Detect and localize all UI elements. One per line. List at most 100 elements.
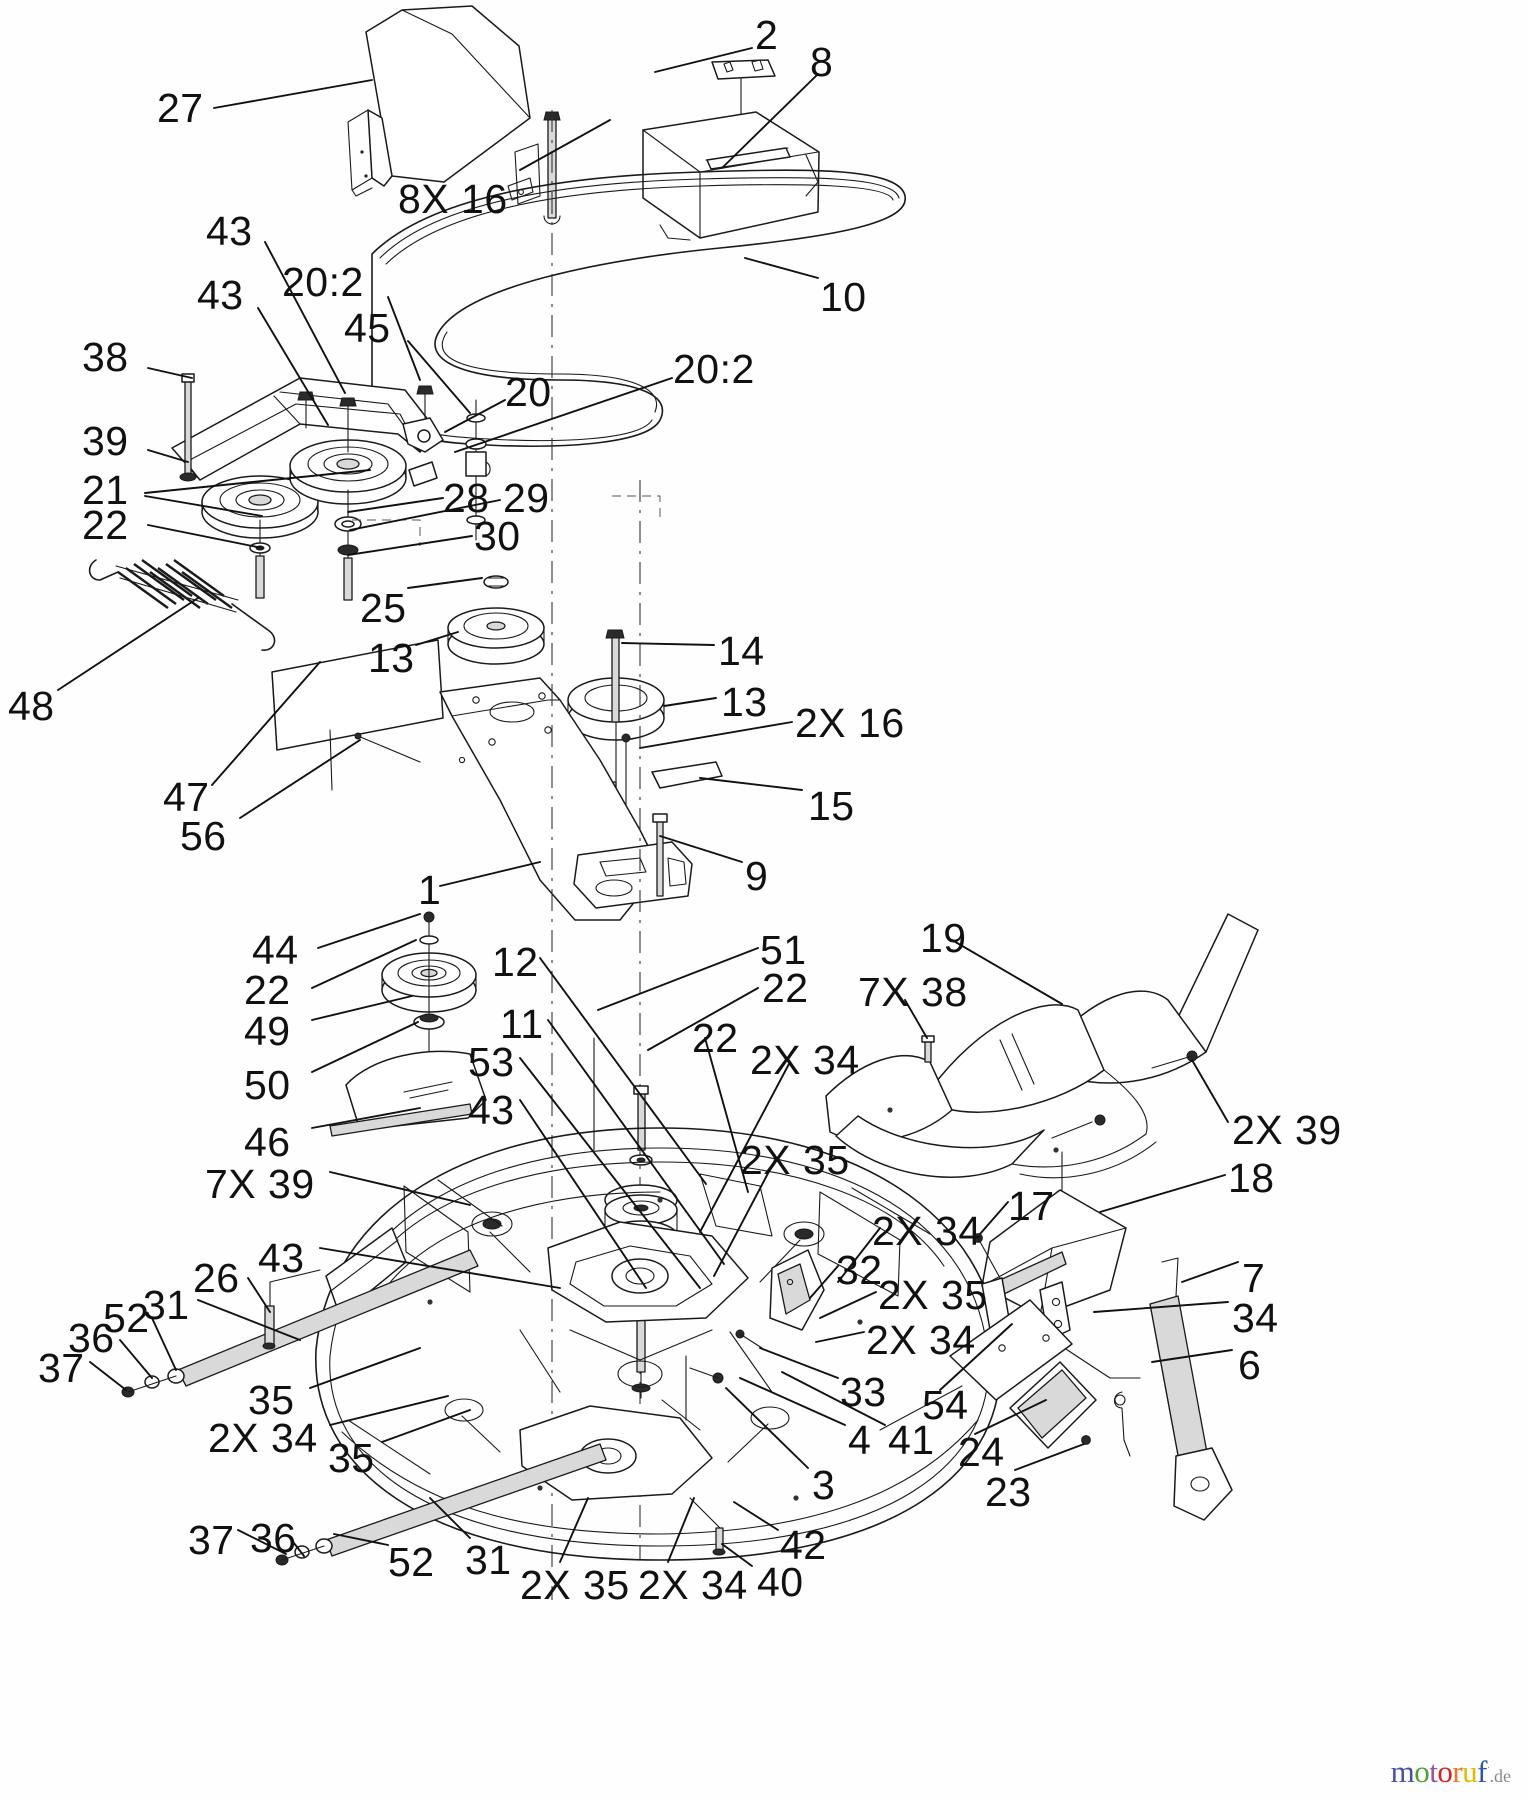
part-8-housing bbox=[642, 111, 820, 241]
callout-c2x16: 2X 16 bbox=[795, 700, 905, 746]
part-43-bolts bbox=[297, 385, 491, 541]
callout-c28: 28 bbox=[443, 475, 490, 521]
watermark-letter: f bbox=[1477, 1754, 1487, 1789]
callout-c31b: 31 bbox=[465, 1537, 512, 1583]
callout-c37a: 37 bbox=[38, 1345, 85, 1391]
callout-c11: 11 bbox=[500, 1001, 544, 1047]
part-24-link bbox=[1009, 1361, 1097, 1449]
callout-c12: 12 bbox=[492, 939, 539, 985]
callout-c7: 7 bbox=[1242, 1255, 1266, 1301]
callout-c2x34c: 2X 34 bbox=[866, 1317, 976, 1363]
watermark-letter: o bbox=[1437, 1754, 1453, 1789]
callout-c7x39: 7X 39 bbox=[205, 1161, 315, 1207]
callout-c8x16: 8X 16 bbox=[398, 176, 508, 222]
callout-c2x34e: 2X 34 bbox=[638, 1562, 748, 1608]
part-26-bolt bbox=[262, 1269, 321, 1350]
callout-c2x34a: 2X 34 bbox=[750, 1037, 860, 1083]
callout-c35a: 35 bbox=[248, 1377, 295, 1423]
callout-leader-lines bbox=[57, 47, 1239, 1567]
part-27-deflector bbox=[347, 5, 531, 197]
part-10-belt bbox=[370, 169, 906, 447]
callout-c53: 53 bbox=[468, 1039, 515, 1085]
callout-c45: 45 bbox=[344, 305, 391, 351]
callout-c43b: 43 bbox=[197, 272, 244, 318]
callout-c7x38: 7X 38 bbox=[858, 969, 968, 1015]
callout-c8: 8 bbox=[810, 39, 834, 85]
callout-c2: 2 bbox=[755, 12, 779, 58]
callout-c33: 33 bbox=[840, 1369, 887, 1415]
callout-c3: 3 bbox=[812, 1462, 836, 1508]
callout-c46: 46 bbox=[244, 1119, 291, 1165]
watermark-letter: r bbox=[1452, 1754, 1463, 1789]
part-6-rod bbox=[1149, 1257, 1233, 1521]
part-38-bolt-right bbox=[921, 1035, 935, 1063]
callout-c20c: 20:2 bbox=[673, 346, 755, 392]
part-54-link bbox=[949, 1299, 1073, 1401]
callout-c34: 34 bbox=[1232, 1295, 1279, 1341]
callout-c48: 48 bbox=[8, 683, 55, 729]
callout-c37b: 37 bbox=[188, 1517, 235, 1563]
callout-c23: 23 bbox=[985, 1469, 1032, 1515]
watermark-letter: m bbox=[1390, 1754, 1415, 1789]
watermark-letter: t bbox=[1429, 1754, 1438, 1789]
callout-c24: 24 bbox=[958, 1429, 1005, 1475]
callout-c1a: 1 bbox=[418, 867, 442, 913]
callout-c44: 44 bbox=[252, 927, 299, 973]
part-21-pulley-right bbox=[289, 439, 407, 505]
callout-c49: 49 bbox=[244, 1008, 291, 1054]
callout-c15: 15 bbox=[808, 783, 855, 829]
callout-c54: 54 bbox=[922, 1382, 969, 1428]
callout-c22a: 22 bbox=[82, 502, 129, 548]
part-15-plate bbox=[651, 761, 723, 789]
callout-c9: 9 bbox=[745, 853, 769, 899]
callout-c4: 4 bbox=[848, 1417, 872, 1463]
callout-c10: 10 bbox=[820, 274, 867, 320]
callout-c2x35c: 2X 35 bbox=[520, 1562, 630, 1608]
watermark-tld: .de bbox=[1489, 1766, 1512, 1786]
part-19-chute bbox=[825, 913, 1259, 1237]
callout-c20b: 20:2 bbox=[282, 259, 364, 305]
part-32-bracket bbox=[769, 1249, 825, 1331]
callout-c20: 20 bbox=[505, 369, 552, 415]
part-17-fastener bbox=[973, 1233, 1001, 1279]
callout-c19: 19 bbox=[920, 915, 967, 961]
part-13-pulley-upper bbox=[447, 575, 545, 665]
part-47-56-strips bbox=[271, 639, 444, 791]
callout-c6: 6 bbox=[1238, 1342, 1262, 1388]
callout-c13a: 13 bbox=[368, 635, 415, 681]
callout-c29: 29 bbox=[503, 475, 550, 521]
callout-c43d: 43 bbox=[468, 1087, 515, 1133]
bracket-sub bbox=[507, 143, 541, 205]
callout-c25: 25 bbox=[360, 585, 407, 631]
callout-c30: 30 bbox=[474, 513, 521, 559]
callout-c43c: 43 bbox=[258, 1235, 305, 1281]
callout-c32: 32 bbox=[836, 1247, 883, 1293]
callout-c17: 17 bbox=[1008, 1183, 1055, 1229]
callout-c42: 42 bbox=[780, 1522, 827, 1568]
part-3-4-41-fasteners bbox=[661, 1329, 763, 1431]
callout-c40: 40 bbox=[757, 1559, 804, 1605]
callout-c26: 26 bbox=[193, 1255, 240, 1301]
fasteners-under-pulleys bbox=[249, 397, 362, 601]
callout-c47: 47 bbox=[163, 774, 210, 820]
watermark-letter: o bbox=[1414, 1754, 1430, 1789]
part-48-spring bbox=[88, 559, 276, 651]
part-9-bolt bbox=[652, 813, 668, 897]
part-42-40-fasteners bbox=[689, 1497, 726, 1556]
watermark-letter: u bbox=[1462, 1754, 1478, 1789]
part-31-rod-lower bbox=[275, 1443, 607, 1566]
callout-c13b: 13 bbox=[721, 679, 768, 725]
callout-c27: 27 bbox=[157, 85, 204, 131]
callout-c50: 50 bbox=[244, 1062, 291, 1108]
callout-c2x34b: 2X 34 bbox=[872, 1208, 982, 1254]
callout-c43a: 43 bbox=[206, 208, 253, 254]
part-31-rod-upper bbox=[121, 1249, 479, 1398]
callout-c2x39: 2X 39 bbox=[1232, 1107, 1342, 1153]
callout-c22d: 22 bbox=[692, 1015, 739, 1061]
callout-c22b: 22 bbox=[244, 967, 291, 1013]
callout-c31a: 31 bbox=[143, 1282, 190, 1328]
callout-c41: 41 bbox=[888, 1417, 935, 1463]
callout-c51: 51 bbox=[760, 927, 807, 973]
callout-c38: 38 bbox=[82, 334, 129, 380]
